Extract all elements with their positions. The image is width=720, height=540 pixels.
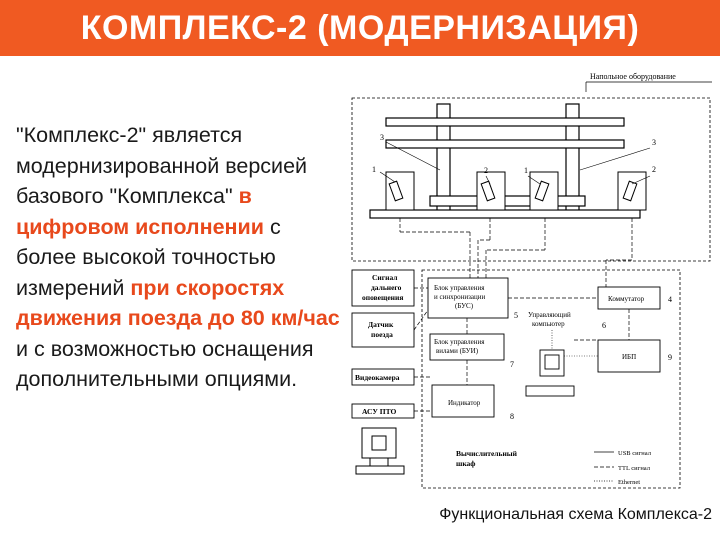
callout-1-right: 1 [524, 166, 528, 175]
indicator-label: Индикатор [448, 399, 481, 407]
description-part-3: и с возможностью оснащения дополнительны… [16, 336, 314, 392]
callout-7: 7 [510, 360, 514, 369]
callout-5: 5 [514, 311, 518, 320]
callout-8: 8 [510, 412, 514, 421]
alarm-label-2: дальнего [371, 283, 402, 292]
callout-4: 4 [668, 295, 672, 304]
camera-label: Видеокамера [355, 373, 400, 382]
cabinet-label-2: шкаф [456, 459, 475, 468]
bus-label-1: Блок управления [434, 284, 485, 292]
cabinet-title: Вычислительный шкаф [456, 449, 518, 468]
buv-label-2: вилами (БУИ) [436, 347, 479, 355]
sensor-units [385, 171, 647, 211]
callout-numbers-cabinet: 4 5 6 7 8 9 [510, 295, 672, 421]
description-text: "Комплекс-2" является модернизированной … [16, 120, 341, 395]
callout-1-left: 1 [372, 165, 376, 174]
callout-3-left: 3 [380, 133, 384, 142]
asu-computer-icon [355, 427, 405, 475]
description-highlight-1: в цифровом исполнении [16, 184, 264, 239]
cabinet-block-labels: Блок управления и синхронизации (БУС) Бл… [434, 284, 645, 407]
description-part-1: "Комплекс-2" является модернизированной … [16, 123, 308, 208]
cabinet-blocks [427, 277, 661, 418]
description-part-2: с более высокой точностью измерений [16, 214, 281, 300]
callout-lines [379, 141, 651, 185]
asu-label: АСУ ПТО [362, 407, 396, 416]
cabinet-connections [413, 287, 630, 412]
sensor-label-1: Датчик [368, 320, 394, 329]
legend-ttl: TTL сигнал [618, 465, 651, 472]
computing-cabinet-frame [421, 269, 681, 489]
computer-label-2: компьютер [532, 320, 565, 328]
title-bar: КОМПЛЕКС-2 (МОДЕРНИЗАЦИЯ) [0, 0, 720, 56]
legend-ethernet: Ethernet [618, 479, 640, 486]
external-block-labels: Сигнал дальнего оповещения Датчик поезда… [355, 273, 403, 416]
bus-label-2: и синхронизации [434, 293, 485, 301]
functional-diagram: Напольное оборудование 3 3 1 2 1 [351, 72, 712, 489]
ethernet-connections [551, 330, 598, 357]
callout-2-left: 2 [484, 166, 488, 175]
diagram-header: Напольное оборудование [590, 72, 676, 81]
alarm-label-3: оповещения [362, 293, 403, 302]
external-blocks [351, 269, 415, 419]
diagram-legend: USB сигнал TTL сигнал Ethernet [594, 450, 652, 486]
signal-lines [399, 218, 633, 287]
floor-equipment-frame [351, 97, 711, 262]
rail-frame [369, 103, 641, 219]
cabinet-label-1: Вычислительный [456, 449, 518, 458]
sensor-label-2: поезда [371, 330, 393, 339]
callout-numbers-top: 3 3 1 2 1 2 [372, 133, 656, 175]
callout-3-right: 3 [652, 138, 656, 147]
callout-6: 6 [602, 321, 606, 330]
switch-label: Коммутатор [608, 295, 645, 303]
bus-label-3: (БУС) [455, 302, 474, 310]
callout-9: 9 [668, 353, 672, 362]
computer-label-1: Управляющий [528, 311, 571, 319]
ibp-label: ИБП [622, 353, 636, 361]
description-highlight-2: при скоростях движения поезда до 80 км/ч… [16, 275, 340, 331]
alarm-label-1: Сигнал [372, 273, 398, 282]
callout-2-right: 2 [652, 165, 656, 174]
buv-label-1: Блок управления [434, 338, 485, 346]
legend-usb: USB сигнал [618, 450, 652, 457]
diagram-caption: Функциональная схема Комплекса-2 [439, 506, 712, 523]
slide-title: КОМПЛЕКС-2 (МОДЕРНИЗАЦИЯ) [80, 9, 640, 47]
